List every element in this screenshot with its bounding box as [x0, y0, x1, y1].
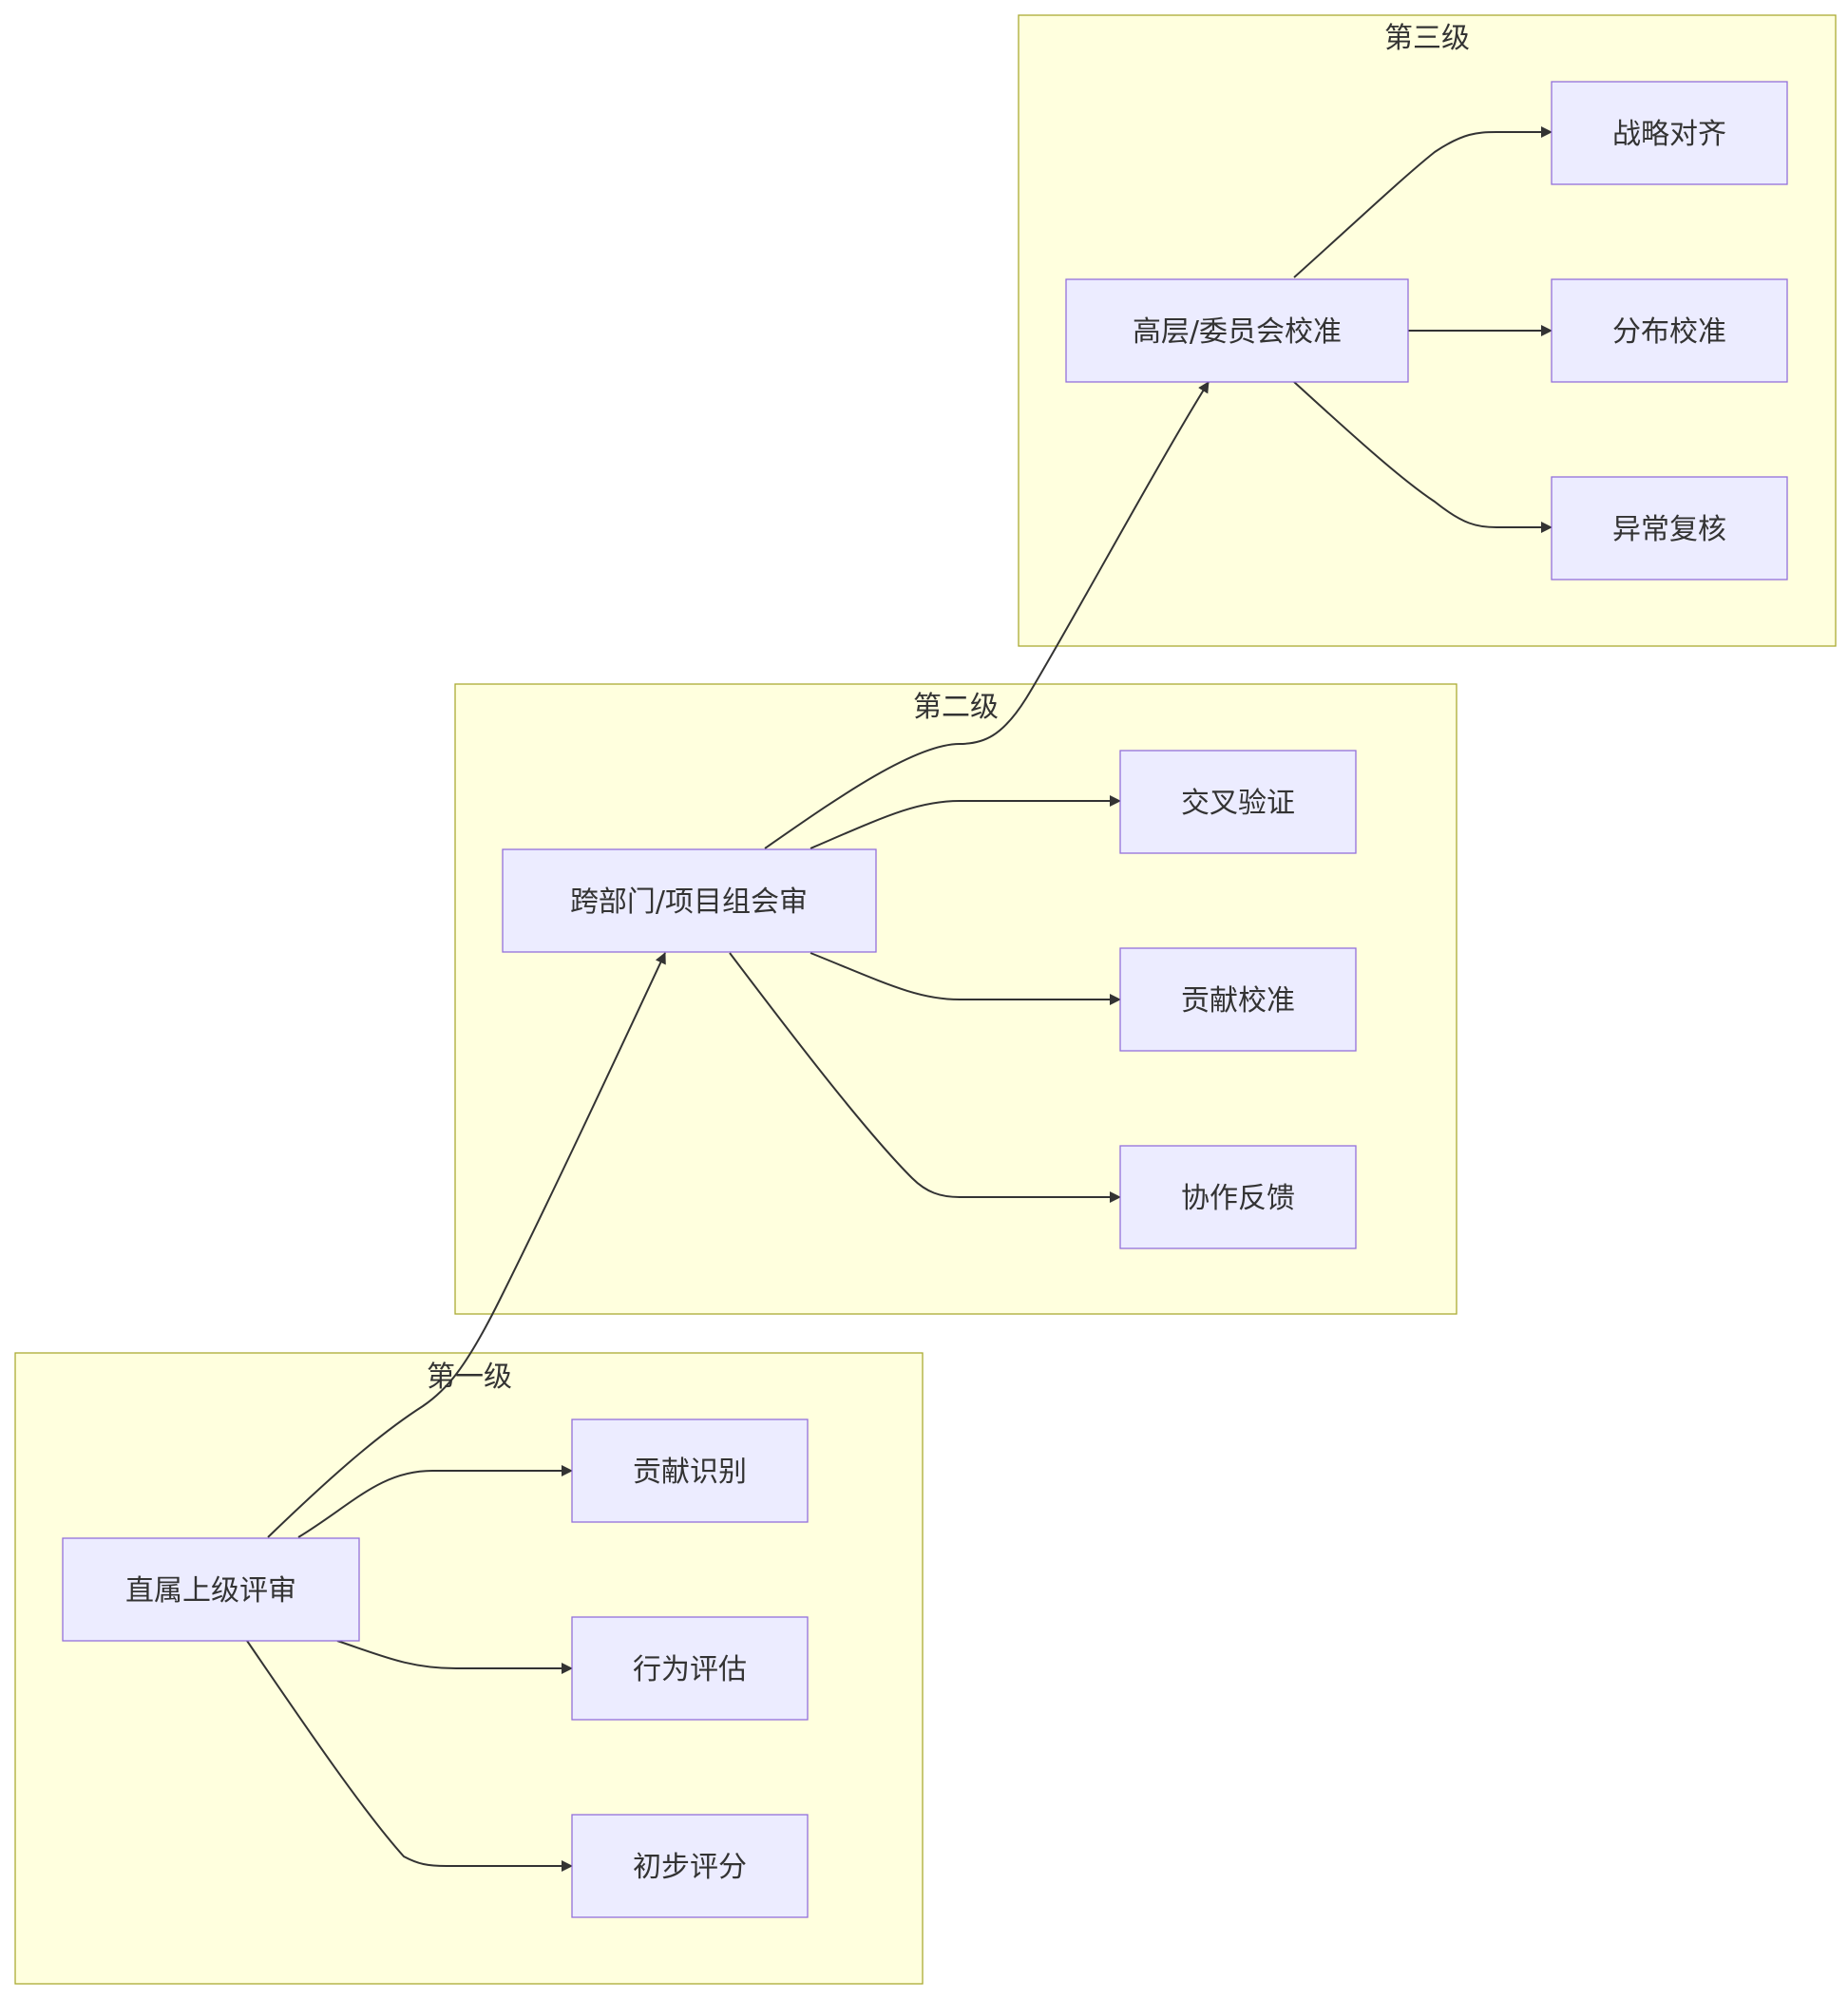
- node-contribution-calibration-box[interactable]: [1119, 947, 1357, 1052]
- node-strategy-alignment-box[interactable]: [1551, 81, 1788, 185]
- node-senior-calibration-label: 高层/委员会校准: [1133, 315, 1342, 349]
- node-preliminary-score[interactable]: 初步评分: [571, 1814, 809, 1918]
- node-behavior-evaluation[interactable]: 行为评估: [571, 1616, 809, 1721]
- node-distribution-calibration-box[interactable]: [1551, 278, 1788, 383]
- node-contribution-identification-label: 贡献识别: [633, 1456, 747, 1489]
- node-contribution-calibration[interactable]: 贡献校准: [1119, 947, 1357, 1052]
- node-behavior-evaluation-label: 行为评估: [633, 1653, 747, 1686]
- node-preliminary-score-box[interactable]: [571, 1814, 809, 1918]
- node-cross-department-review-label: 跨部门/项目组会审: [570, 885, 808, 919]
- cluster-level-2-title: 第二级: [913, 691, 999, 724]
- node-senior-calibration[interactable]: 高层/委员会校准: [1065, 278, 1409, 383]
- node-contribution-identification[interactable]: 贡献识别: [571, 1418, 809, 1523]
- node-contribution-identification-box[interactable]: [571, 1418, 809, 1523]
- node-distribution-calibration-label: 分布校准: [1612, 315, 1726, 349]
- node-cross-verification[interactable]: 交叉验证: [1119, 750, 1357, 854]
- node-direct-manager-review[interactable]: 直属上级评审: [62, 1537, 360, 1642]
- cluster-level-3-title: 第三级: [1384, 22, 1470, 55]
- node-anomaly-review[interactable]: 异常复核: [1551, 476, 1788, 581]
- node-cross-verification-label: 交叉验证: [1181, 787, 1295, 820]
- node-cross-verification-box[interactable]: [1119, 750, 1357, 854]
- node-cross-department-review[interactable]: 跨部门/项目组会审: [502, 848, 877, 953]
- edge-cross-to-senior-calib: [764, 381, 1210, 849]
- node-behavior-evaluation-box[interactable]: [571, 1616, 809, 1721]
- node-cross-department-review-box[interactable]: [502, 848, 877, 953]
- edge-senior-to-strategy-align: [1293, 126, 1553, 278]
- edge-cross-to-contribution-calib: [810, 952, 1121, 1005]
- edge-direct-to-prelim-score: [246, 1640, 573, 1872]
- edge-direct-to-cross-review: [267, 952, 666, 1538]
- node-anomaly-review-label: 异常复核: [1612, 513, 1726, 546]
- cluster-level-1-title: 第一级: [427, 1361, 512, 1394]
- node-strategy-alignment-label: 战略对齐: [1612, 118, 1726, 151]
- node-contribution-calibration-label: 贡献校准: [1181, 984, 1295, 1018]
- edge-cross-to-cross-verify: [810, 795, 1121, 849]
- node-distribution-calibration[interactable]: 分布校准: [1551, 278, 1788, 383]
- node-senior-calibration-box[interactable]: [1065, 278, 1409, 383]
- edges: [246, 126, 1553, 1872]
- edge-cross-to-collab-feedback: [729, 952, 1121, 1203]
- node-collaboration-feedback-box[interactable]: [1119, 1145, 1357, 1249]
- node-direct-manager-review-box[interactable]: [62, 1537, 360, 1642]
- node-anomaly-review-box[interactable]: [1551, 476, 1788, 581]
- node-direct-manager-review-label: 直属上级评审: [125, 1574, 296, 1608]
- node-collaboration-feedback[interactable]: 协作反馈: [1119, 1145, 1357, 1249]
- node-collaboration-feedback-label: 协作反馈: [1181, 1182, 1295, 1215]
- edge-direct-to-contribution-id: [297, 1465, 573, 1538]
- node-preliminary-score-label: 初步评分: [633, 1851, 747, 1884]
- edge-direct-to-behavior-eval: [336, 1640, 573, 1674]
- edge-senior-to-anomaly-review: [1293, 381, 1553, 533]
- node-strategy-alignment[interactable]: 战略对齐: [1551, 81, 1788, 185]
